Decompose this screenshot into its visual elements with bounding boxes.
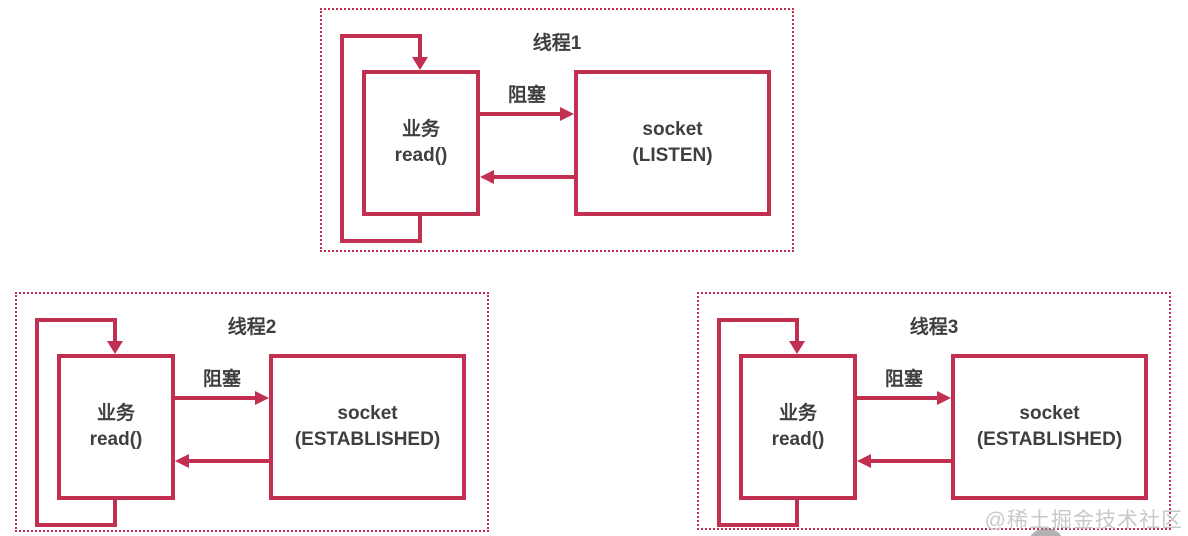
- thread-3-title: 线程3: [909, 317, 959, 338]
- socket-box: socket (ESTABLISHED): [269, 354, 466, 500]
- watermark-text: @稀土掘金技术社区: [984, 509, 1183, 532]
- worker-box: 业务 read(): [739, 354, 857, 500]
- blocking-label: 阻塞: [884, 369, 923, 390]
- response-arrowhead: [175, 454, 189, 468]
- socket-label-line1: socket: [1019, 403, 1080, 424]
- loop-arrowhead: [789, 341, 805, 354]
- worker-box: 业务 read(): [362, 70, 480, 216]
- request-arrowhead: [937, 391, 951, 405]
- socket-label-line1: socket: [337, 403, 398, 424]
- socket-label-line2: (LISTEN): [632, 145, 713, 166]
- thread-2-title: 线程2: [227, 317, 277, 338]
- loop-arrowhead: [107, 341, 123, 354]
- response-arrowhead: [857, 454, 871, 468]
- thread-panel-3: 线程3 业务 read() socket (ESTABLISHED) 阻塞: [697, 292, 1171, 530]
- worker-label-line2: read(): [394, 145, 448, 166]
- socket-box: socket (ESTABLISHED): [951, 354, 1148, 500]
- thread-panel-1: 线程1 业务 read() socket (LISTEN) 阻塞: [320, 8, 794, 252]
- blocking-label: 阻塞: [202, 369, 241, 390]
- socket-box: socket (LISTEN): [574, 70, 771, 216]
- worker-label-line2: read(): [89, 429, 143, 450]
- worker-box: 业务 read(): [57, 354, 175, 500]
- response-arrowhead: [480, 170, 494, 184]
- socket-label-line2: (ESTABLISHED): [294, 429, 441, 450]
- worker-label-line1: 业务: [778, 403, 817, 424]
- request-arrowhead: [560, 107, 574, 121]
- request-arrowhead: [255, 391, 269, 405]
- watermark-avatar-circle: [1027, 528, 1065, 536]
- worker-label-line1: 业务: [401, 119, 440, 140]
- worker-label-line1: 业务: [96, 403, 135, 424]
- blocking-label: 阻塞: [507, 85, 546, 106]
- loop-arrowhead: [412, 57, 428, 70]
- socket-label-line1: socket: [642, 119, 703, 140]
- worker-label-line2: read(): [771, 429, 825, 450]
- thread-1-title: 线程1: [532, 33, 582, 54]
- thread-panel-2: 线程2 业务 read() socket (ESTABLISHED) 阻塞: [15, 292, 489, 532]
- socket-label-line2: (ESTABLISHED): [976, 429, 1123, 450]
